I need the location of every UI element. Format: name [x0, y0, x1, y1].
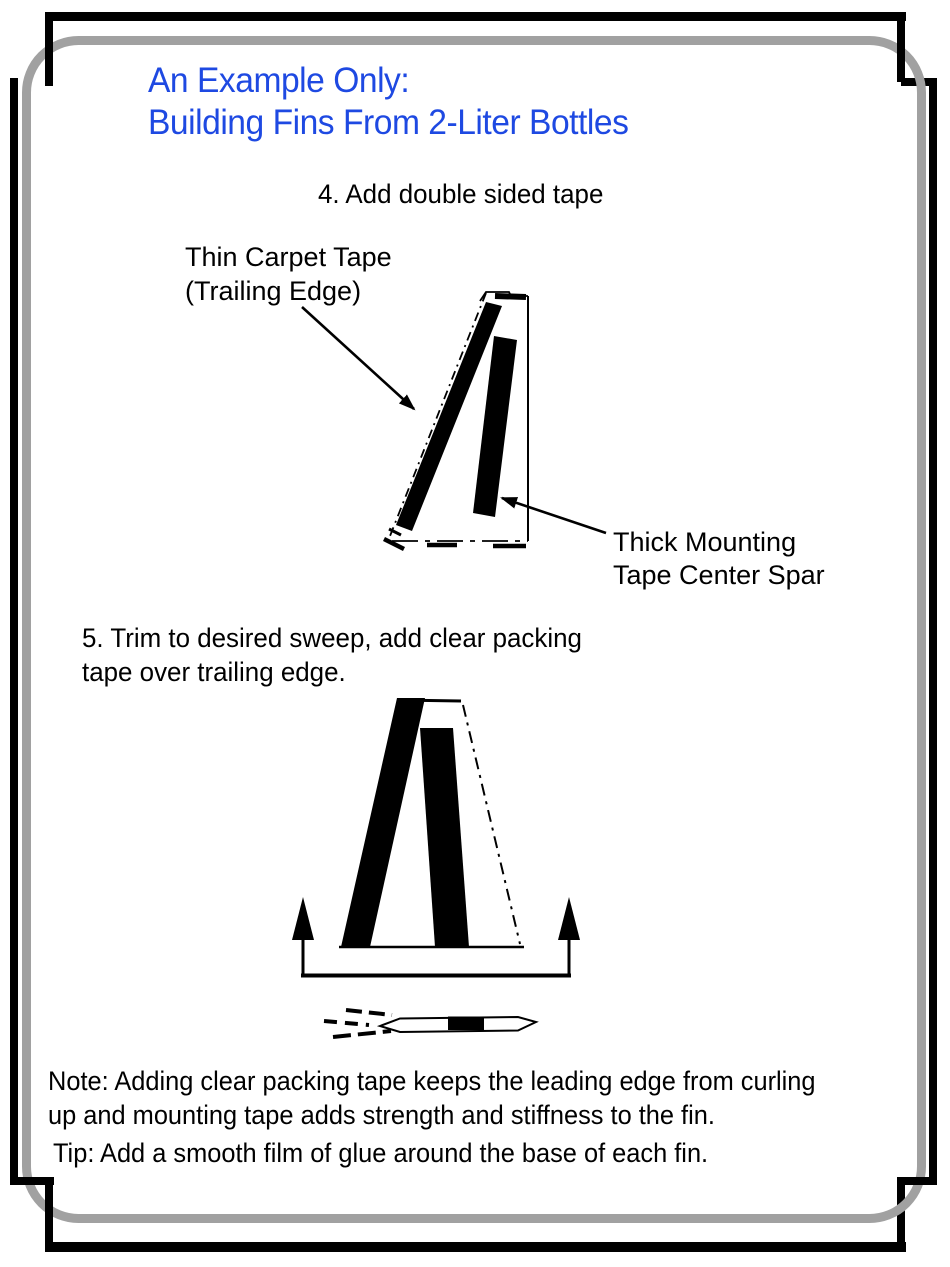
- title-line-2: Building Fins From 2-Liter Bottles: [148, 103, 629, 142]
- fin-side-view-diagram: [382, 291, 529, 552]
- note-line-1: Note: Adding clear packing tape keeps th…: [48, 1066, 816, 1096]
- border-gray-rounded-frame: [22, 36, 926, 1223]
- fin2-trailing-edge-dashed: [462, 704, 521, 945]
- step-5-text: 5. Trim to desired sweep, add clear pack…: [82, 621, 582, 689]
- thin-carpet-tape-arrow: [301, 306, 416, 411]
- border-bottom-bar: [45, 1242, 906, 1252]
- note-text: Note: Adding clear packing tape keeps th…: [48, 1064, 816, 1132]
- border-left-top-stub: [45, 12, 53, 86]
- fin2-center-spar-strip: [420, 728, 469, 947]
- thin-carpet-tape-label-line-2: (Trailing Edge): [185, 276, 362, 306]
- fin1-root-corner-mark-2: [388, 527, 402, 537]
- thick-mounting-tape-label-line-1: Thick Mounting: [613, 527, 797, 557]
- fin1-root-corner-mark: [382, 536, 406, 552]
- border-right-bottom-stub: [897, 1177, 905, 1251]
- thin-carpet-tape-label-line-1: Thin Carpet Tape: [185, 242, 392, 272]
- border-bottom-left-segment: [10, 1177, 54, 1185]
- cross-section-feather-dash-3: [332, 1029, 392, 1039]
- tip-text: Tip: Add a smooth film of glue around th…: [53, 1138, 709, 1168]
- title-line-1: An Example Only:: [148, 61, 410, 100]
- base-up-arrow-left-head: [292, 897, 314, 940]
- thin-carpet-tape-strip: [396, 302, 502, 531]
- fin2-top-edge: [396, 698, 462, 703]
- border-left-bottom-stub: [45, 1177, 53, 1251]
- center-spar-arrow: [500, 496, 607, 535]
- note-line-2: up and mounting tape adds strength and s…: [48, 1100, 715, 1130]
- fin-cross-section-diagram: [323, 1008, 539, 1039]
- border-right-side: [929, 78, 937, 1185]
- thin-carpet-tape-label: Thin Carpet Tape (Trailing Edge): [185, 240, 392, 308]
- cross-section-feather-dash-1: [345, 1008, 393, 1017]
- fin1-top-tape-mark: [494, 293, 527, 300]
- border-left-side: [10, 78, 18, 1185]
- step-4-text: 4. Add double sided tape: [318, 179, 604, 209]
- thick-mounting-tape-strip: [473, 336, 517, 517]
- fin-trimmed-sweep-diagram: [292, 698, 580, 978]
- border-bottom-right-segment: [901, 1177, 937, 1185]
- base-up-arrow-right-head: [558, 897, 580, 940]
- border-right-top-stub: [897, 12, 905, 82]
- decorative-border: [10, 12, 937, 1252]
- page-title: An Example Only: Building Fins From 2-Li…: [148, 60, 629, 144]
- cross-section-feather-dash-2: [323, 1019, 370, 1027]
- fin1-leading-edge: [389, 292, 487, 537]
- step-5-line-2: tape over trailing edge.: [82, 657, 346, 687]
- thick-mounting-tape-label-line-2: Tape Center Spar: [613, 560, 825, 590]
- step-5-line-1: 5. Trim to desired sweep, add clear pack…: [82, 623, 582, 653]
- fin2-leading-edge-tape-strip: [341, 698, 425, 947]
- border-top-bar: [45, 12, 906, 21]
- thick-mounting-tape-label: Thick Mounting Tape Center Spar: [613, 526, 825, 592]
- cross-section-mounting-tape: [448, 1016, 484, 1030]
